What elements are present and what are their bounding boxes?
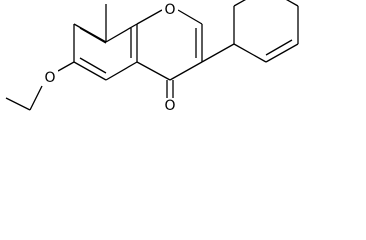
bond-c8a-o1 bbox=[136, 9, 163, 25]
bond-ch2-ch3 bbox=[5, 97, 31, 111]
bond-c4-c4a bbox=[136, 61, 171, 81]
ether-oxygen-text: O bbox=[44, 70, 55, 86]
ring-oxygen-text: O bbox=[164, 2, 175, 18]
ethoxy-group bbox=[5, 61, 75, 111]
ring-oxygen-label: O bbox=[162, 2, 178, 18]
phenyl-ring bbox=[201, 0, 299, 63]
chemical-structure-diagram: O O O bbox=[5, 0, 299, 114]
carbonyl-oxygen-label: O bbox=[162, 98, 178, 114]
bond-c3-phenyl bbox=[201, 43, 235, 63]
bond-ph-5-6 bbox=[233, 0, 246, 7]
bond-c4a-c5 bbox=[105, 61, 138, 81]
bond-ph-4-5 bbox=[286, 0, 299, 7]
bond-c8-c8a bbox=[105, 23, 138, 43]
pyranone-ring bbox=[136, 9, 203, 81]
bond-ph-2-3-inner bbox=[265, 39, 293, 56]
carbonyl-oxygen-text: O bbox=[164, 98, 175, 114]
bond-c5-c6-inner bbox=[79, 57, 107, 74]
benzo-ring bbox=[73, 23, 138, 81]
bond-c7-c8 bbox=[73, 23, 107, 43]
bond-c5-c6 bbox=[73, 61, 107, 81]
bond-ph-1-2 bbox=[233, 43, 267, 63]
bond-c7-o-ether bbox=[57, 61, 75, 72]
bond-ph-2-3 bbox=[265, 43, 299, 63]
bond-o-ch2 bbox=[29, 85, 43, 111]
bond-c3-c4 bbox=[169, 61, 203, 81]
bond-o1-c2 bbox=[177, 9, 203, 25]
carbonyl-group bbox=[166, 80, 174, 98]
bond-c7-c8-inner bbox=[79, 27, 107, 44]
ether-oxygen-label: O bbox=[42, 70, 58, 86]
